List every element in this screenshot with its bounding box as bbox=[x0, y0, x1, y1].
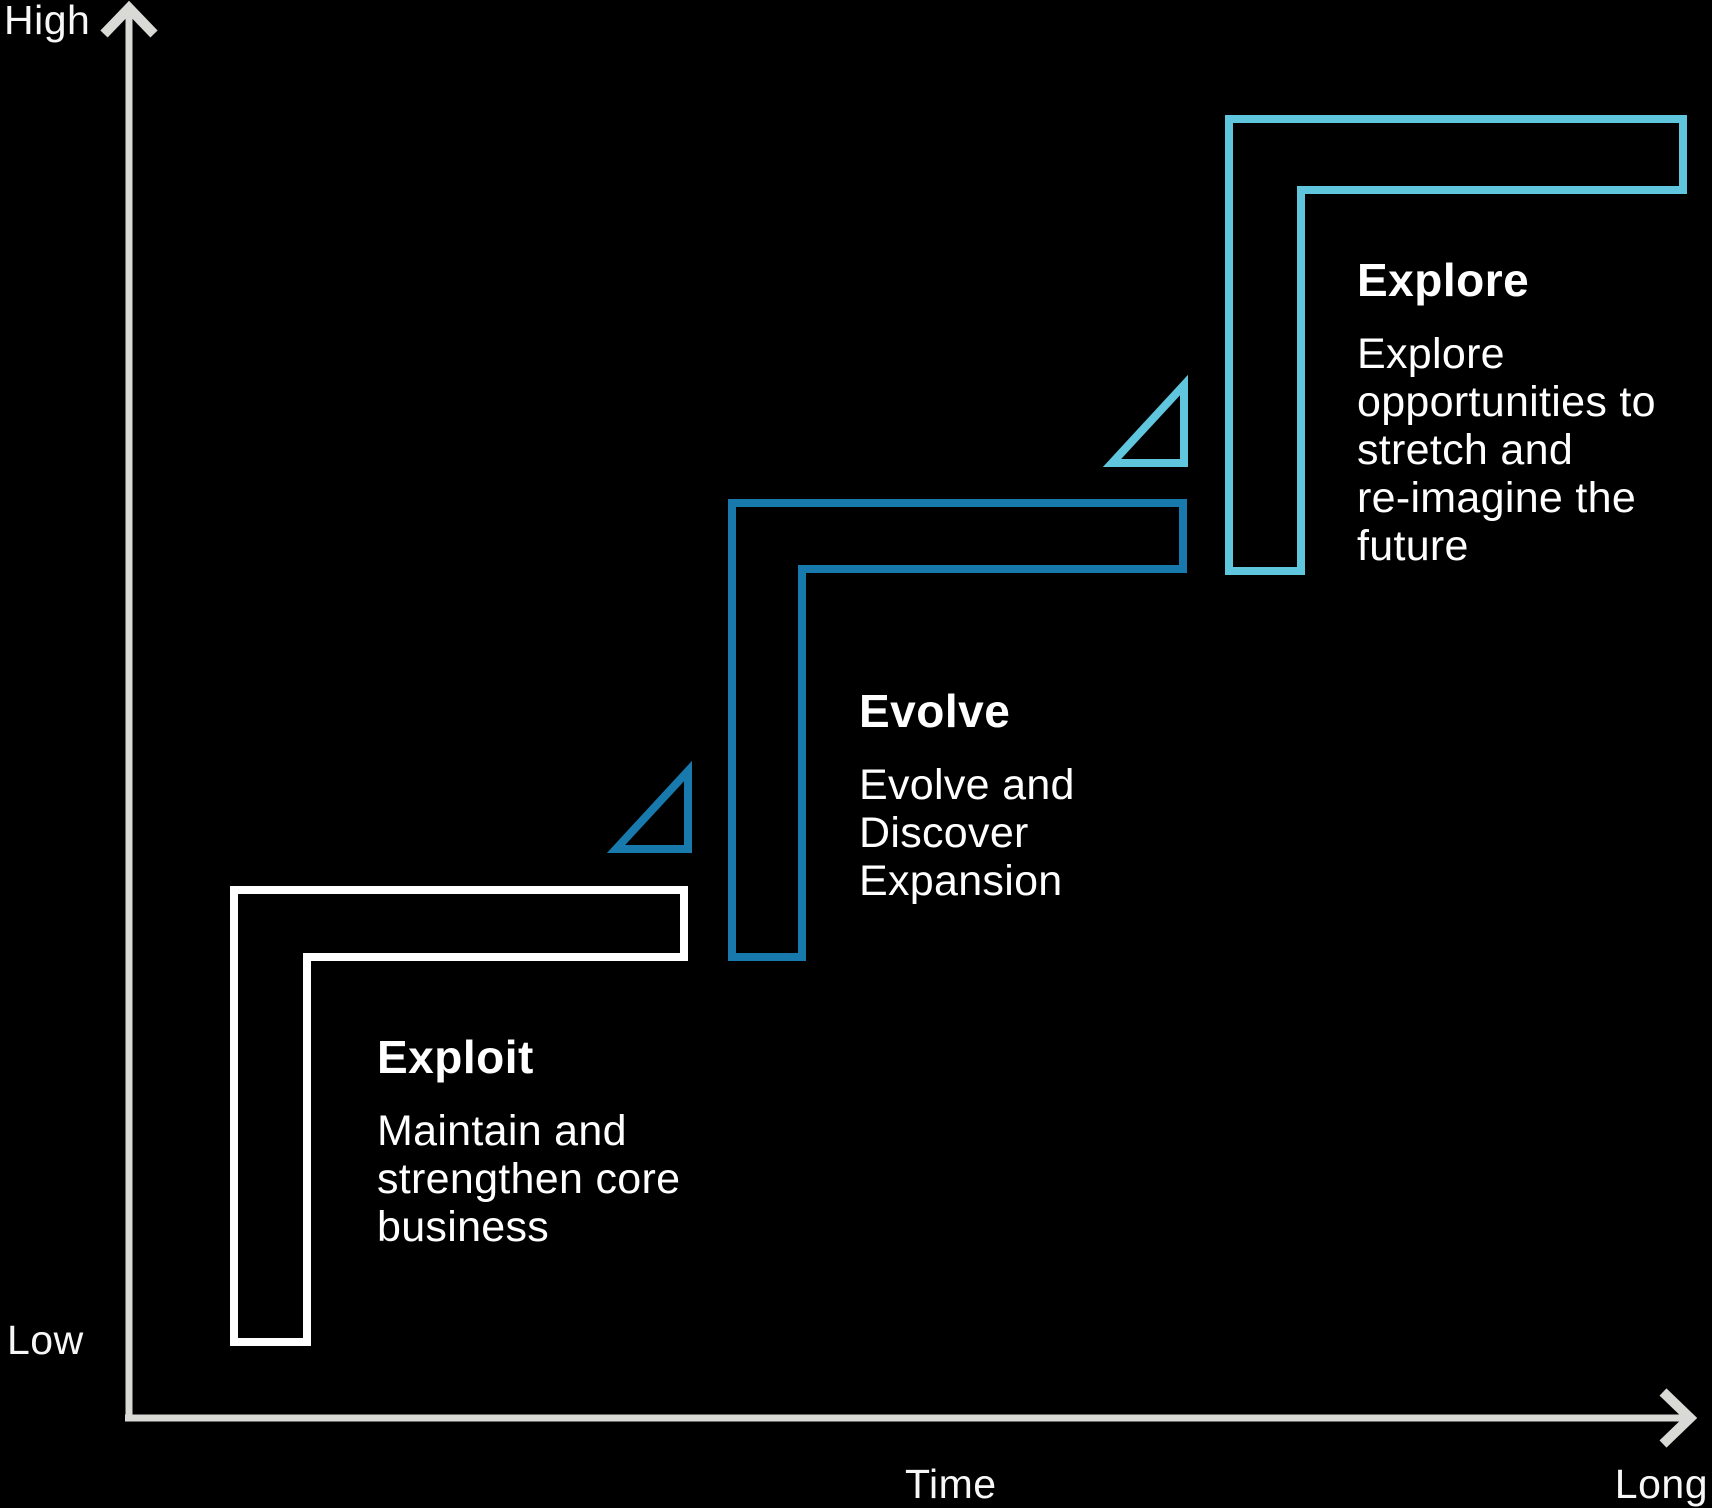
evolve-text-block: Evolve Evolve and Discover Expansion bbox=[859, 687, 1075, 905]
evolve-description: Evolve and Discover Expansion bbox=[859, 761, 1075, 905]
explore-description-line: Explore bbox=[1357, 330, 1505, 378]
exploit-description-line: Maintain and bbox=[377, 1107, 627, 1155]
y-axis-low-label: Low bbox=[7, 1317, 84, 1363]
exploit-step-shape bbox=[230, 886, 688, 1346]
evolve-description-line: Discover bbox=[859, 809, 1029, 857]
explore-description-line: future bbox=[1357, 522, 1469, 570]
explore-description-line: stretch and bbox=[1357, 426, 1574, 474]
explore-description-line: re-imagine the bbox=[1357, 474, 1637, 522]
y-axis-arrowhead-icon bbox=[100, 0, 158, 38]
explore-description: Explore opportunities to stretch and re-… bbox=[1357, 330, 1656, 570]
x-axis-time-label: Time bbox=[905, 1461, 997, 1507]
explore-text-block: Explore Explore opportunities to stretch… bbox=[1357, 256, 1656, 570]
evolve-title: Evolve bbox=[859, 685, 1011, 737]
evolve-description-line: Expansion bbox=[859, 857, 1063, 905]
explore-description-line: opportunities to bbox=[1357, 378, 1656, 426]
exploit-description-line: strengthen core bbox=[377, 1155, 681, 1203]
x-axis-long-label: Long bbox=[1614, 1461, 1708, 1507]
explore-step-shape bbox=[1225, 115, 1687, 575]
exploit-description-line: business bbox=[377, 1203, 550, 1251]
evolve-explore-triangle-icon bbox=[1102, 374, 1188, 467]
y-axis-high-label: High bbox=[4, 0, 91, 43]
exploit-title: Exploit bbox=[377, 1031, 534, 1083]
explore-title: Explore bbox=[1357, 254, 1530, 306]
exploit-description: Maintain and strengthen core business bbox=[377, 1107, 680, 1251]
x-axis-arrowhead-icon bbox=[1659, 1388, 1698, 1448]
exploit-evolve-triangle-icon bbox=[606, 760, 692, 853]
exploit-text-block: Exploit Maintain and strengthen core bus… bbox=[377, 1033, 680, 1251]
evolve-description-line: Evolve and bbox=[859, 761, 1075, 809]
evolve-step-shape bbox=[728, 499, 1187, 961]
